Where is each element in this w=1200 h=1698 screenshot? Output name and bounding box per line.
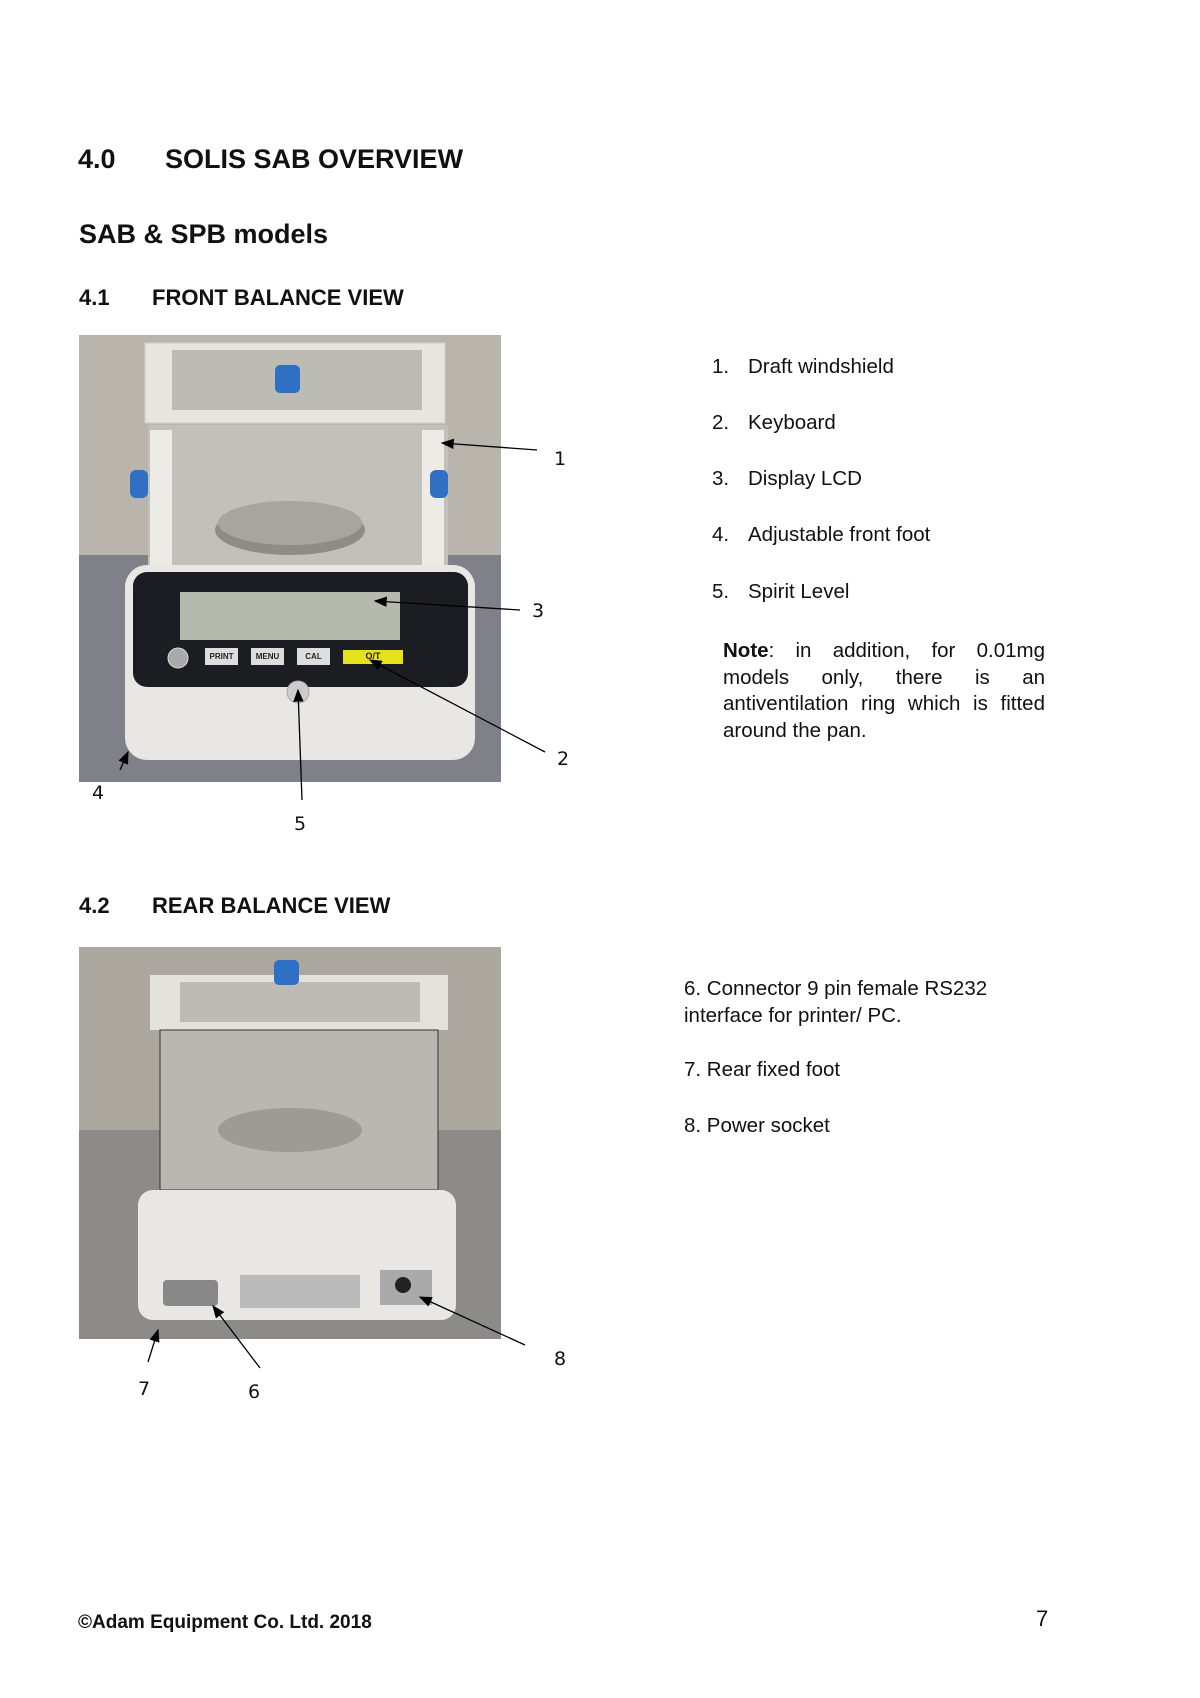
callout-1: 1: [554, 448, 567, 470]
list-num: 1.: [712, 355, 730, 378]
list-item: Keyboard: [748, 411, 836, 434]
subtitle: SAB & SPB models: [79, 219, 329, 249]
rear-list-item: 7. Rear fixed foot: [684, 1058, 841, 1081]
print-key-label: PRINT: [209, 652, 234, 661]
list-item: Spirit Level: [748, 580, 850, 603]
tare-key-label: O/T: [365, 651, 381, 661]
list-num: 5.: [712, 580, 730, 603]
callout-4: 4: [92, 782, 105, 804]
callout-7: 7: [138, 1378, 151, 1400]
list-item: Display LCD: [748, 467, 862, 490]
menu-key-label: MENU: [255, 652, 280, 661]
front-section-number: 4.1: [79, 285, 110, 310]
list-num: 3.: [712, 467, 730, 490]
rear-section-title: REAR BALANCE VIEW: [152, 893, 391, 918]
rear-section-number: 4.2: [79, 893, 110, 918]
rear-list-item: 8. Power socket: [684, 1114, 830, 1137]
list-num: 2.: [712, 411, 730, 434]
note-text: : in addition, for 0.01mg models only, t…: [723, 639, 1045, 742]
note-label: Note: [723, 639, 769, 662]
callout-3: 3: [532, 600, 545, 622]
footer-copyright: ©Adam Equipment Co. Ltd. 2018: [78, 1612, 372, 1633]
cal-key-label: CAL: [305, 652, 322, 661]
list-item: Draft windshield: [748, 355, 894, 378]
front-section-title: FRONT BALANCE VIEW: [152, 285, 404, 310]
section-number: 4.0: [78, 144, 116, 174]
callout-6: 6: [248, 1381, 261, 1403]
page-number: 7: [1036, 1606, 1049, 1631]
rear-list-item: 6. Connector 9 pin female RS232 interfac…: [684, 977, 988, 1027]
note-paragraph: Note: in addition, for 0.01mg models onl…: [723, 638, 1045, 744]
section-title: SOLIS SAB OVERVIEW: [165, 144, 464, 174]
list-num: 4.: [712, 523, 730, 546]
callout-5: 5: [294, 813, 307, 835]
list-item: Adjustable front foot: [748, 523, 931, 546]
callout-8: 8: [554, 1348, 567, 1370]
callout-2: 2: [557, 748, 570, 770]
